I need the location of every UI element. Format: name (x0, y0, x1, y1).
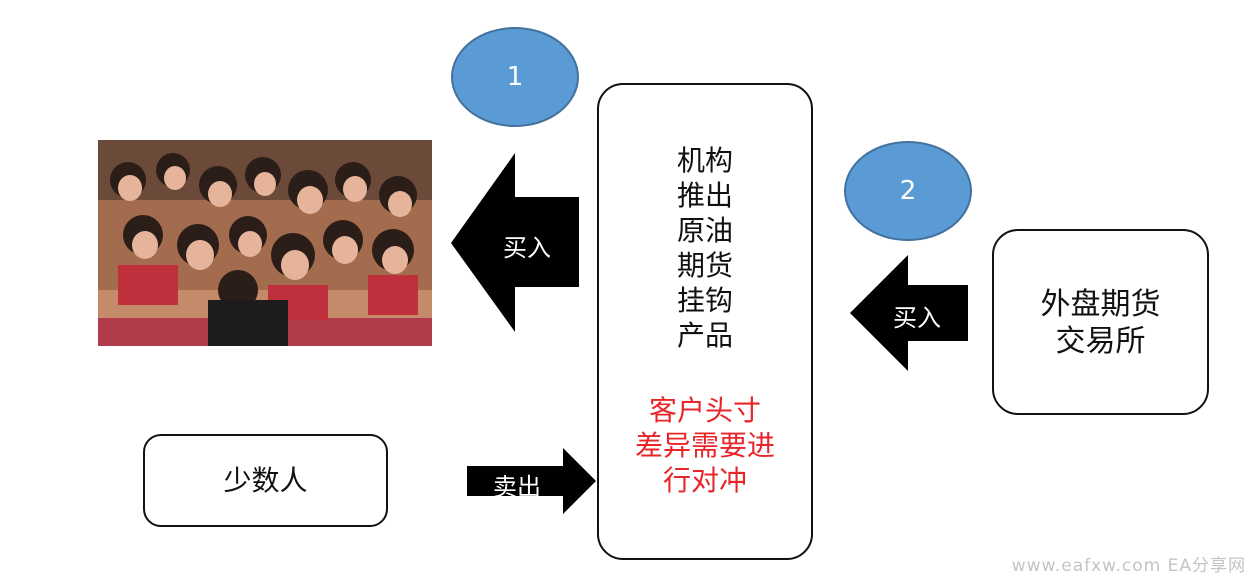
minority-box (143, 434, 388, 527)
step-1-circle: 1 (451, 27, 579, 127)
buy-arrow-right-label: 买入 (893, 304, 941, 332)
buy-arrow-left-label: 买入 (503, 234, 551, 262)
buy-arrow-left (451, 153, 579, 332)
watermark: www.eafxw.com EA分享网 (1011, 556, 1246, 576)
center-line-2: 推出 (676, 179, 733, 212)
crowd-photo-illustration (98, 140, 432, 346)
foreign-exchange-line-1: 外盘期货 (1040, 287, 1161, 322)
hedge-line-3: 行对冲 (662, 464, 747, 497)
foreign-exchange-box (992, 229, 1209, 415)
center-line-1: 机构 (676, 144, 733, 177)
sell-arrow-label: 卖出 (493, 473, 541, 501)
center-line-6: 产品 (676, 319, 733, 352)
institution-product-text: 机构 推出 原油 期货 挂钩 产品 (597, 143, 813, 353)
center-line-3: 原油 (676, 214, 733, 247)
foreign-exchange-line-2: 交易所 (1055, 324, 1146, 359)
hedge-line-2: 差异需要进 (634, 429, 775, 462)
center-line-5: 挂钩 (676, 284, 733, 317)
institution-product-box (597, 83, 813, 560)
foreign-exchange-text: 外盘期货 交易所 (992, 286, 1209, 360)
step-2-circle: 2 (844, 141, 972, 241)
center-line-4: 期货 (676, 249, 733, 282)
hedge-line-1: 客户头寸 (648, 394, 761, 427)
step-2-label: 2 (899, 176, 917, 206)
hedge-note-text: 客户头寸 差异需要进 行对冲 (597, 393, 813, 498)
step-1-label: 1 (506, 62, 524, 92)
crowd-photo (98, 140, 432, 346)
minority-label: 少数人 (223, 464, 308, 497)
sell-arrow (467, 448, 596, 514)
buy-arrow-right (850, 255, 968, 371)
